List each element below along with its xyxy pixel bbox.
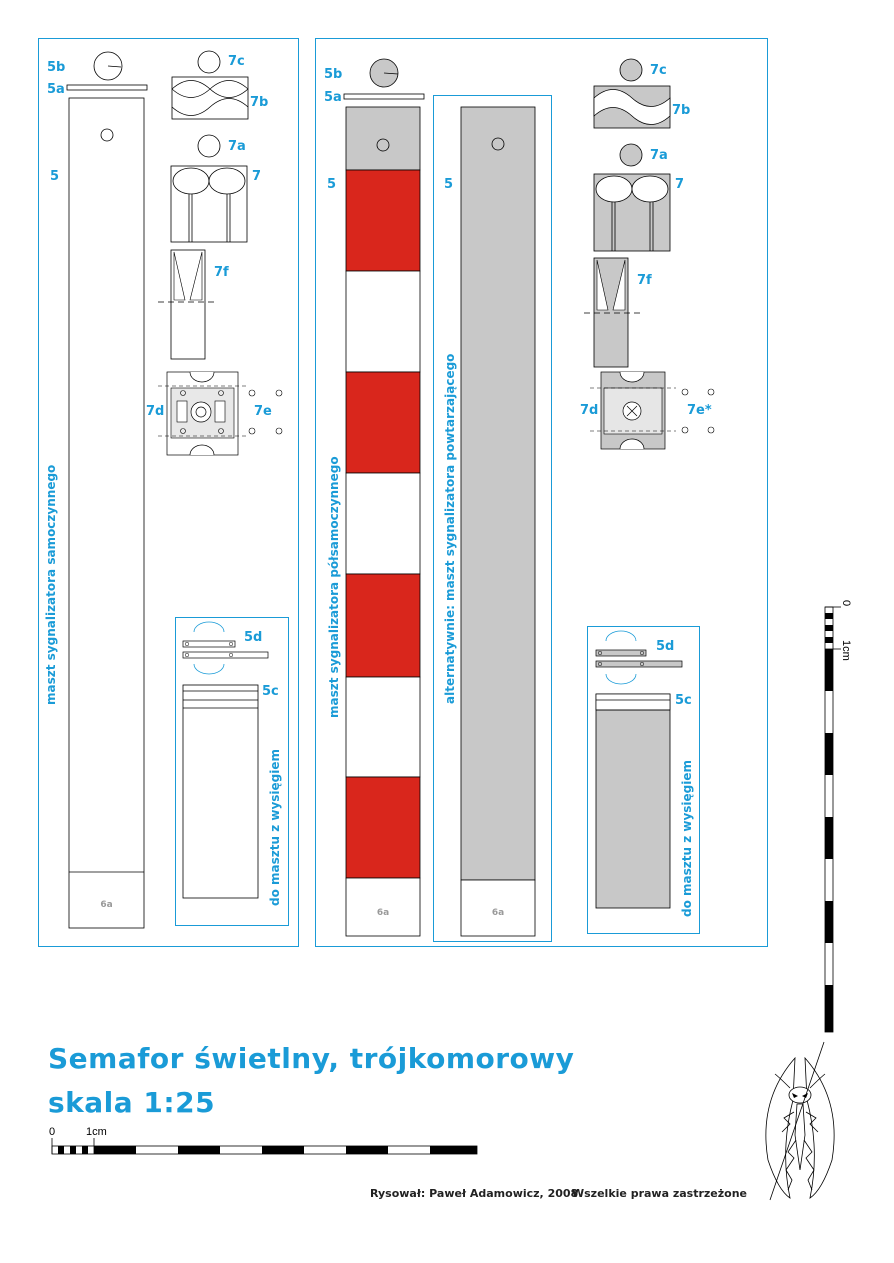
label-7b-right: 7b	[672, 103, 691, 118]
label-5-alt: 5	[444, 177, 454, 192]
label-5-right: 5	[327, 177, 337, 192]
part-5-mast	[68, 97, 145, 929]
left-sub-box-drawing	[182, 621, 269, 899]
label-7f-right: 7f	[637, 273, 652, 288]
label-5b-left: 5b	[47, 60, 66, 75]
label-5b-right: 5b	[324, 67, 343, 82]
page-scale-title: skala 1:25	[48, 1086, 216, 1119]
label-6a-right: 6a	[376, 908, 390, 918]
label-7c-left: 7c	[228, 54, 245, 69]
label-6a-alt: 6a	[491, 908, 505, 918]
beetle-logo-icon	[765, 1041, 835, 1201]
left-mast-panel	[38, 38, 299, 947]
label-5a-right: 5a	[324, 90, 342, 105]
right-signal-parts	[584, 58, 715, 450]
label-7c-right: 7c	[650, 63, 667, 78]
label-7a-left: 7a	[228, 139, 246, 154]
label-6a-left: 6a	[100, 900, 113, 910]
part-5a-plate	[66, 84, 148, 91]
label-5-left: 5	[50, 169, 60, 184]
alt-mast-drawing	[460, 106, 536, 937]
left-signal-parts	[158, 50, 283, 456]
author-credit: Rysował: Paweł Adamowicz, 2008	[370, 1187, 579, 1200]
label-7e-left: 7e	[254, 404, 272, 419]
left-mast-drawing	[66, 51, 148, 929]
label-7-right: 7	[675, 177, 685, 192]
horizontal-scale-cm: 1cm	[86, 1126, 107, 1138]
label-5a-left: 5a	[47, 82, 65, 97]
label-7e-right: 7e*	[687, 403, 712, 418]
alt-mast-box	[433, 95, 552, 942]
page-title: Semafor świetlny, trójkomorowy	[48, 1042, 575, 1075]
label-7b-left: 7b	[250, 95, 269, 110]
horizontal-scale-zero: 0	[49, 1126, 56, 1138]
right-sub-box	[587, 626, 700, 934]
semi-auto-mast-drawing	[343, 58, 425, 937]
label-5c-left: 5c	[262, 684, 279, 699]
rights-notice: Wszelkie prawa zastrzeżone	[572, 1187, 747, 1200]
label-7d-left: 7d	[146, 404, 165, 419]
label-7f-left: 7f	[214, 265, 229, 280]
left-sub-box	[175, 617, 289, 926]
label-7d-right: 7d	[580, 403, 599, 418]
label-5c-right: 5c	[675, 693, 692, 708]
label-7a-right: 7a	[650, 148, 668, 163]
label-5d-right: 5d	[656, 639, 675, 654]
label-7-left: 7	[252, 169, 262, 184]
right-mast-panel	[315, 38, 768, 947]
right-sub-box-drawing	[595, 630, 683, 909]
label-5d-left: 5d	[244, 630, 263, 645]
